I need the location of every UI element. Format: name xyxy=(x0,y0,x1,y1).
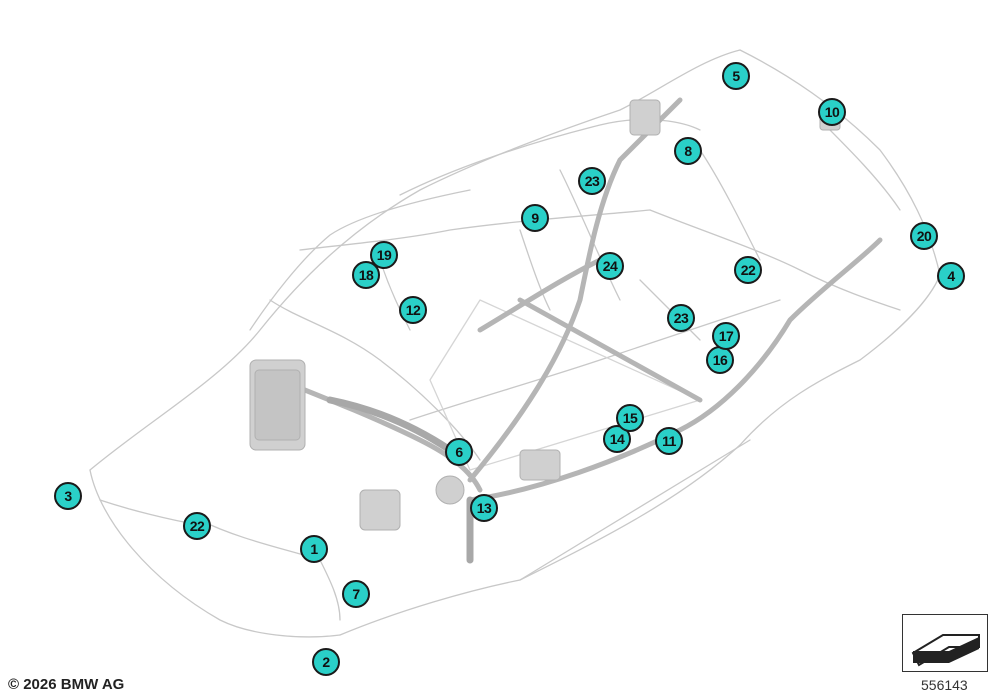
callout-22-rear[interactable]: 22 xyxy=(734,256,762,284)
callout-22-front[interactable]: 22 xyxy=(183,512,211,540)
callout-23-lower[interactable]: 23 xyxy=(667,304,695,332)
copyright-notice: © 2026 BMW AG xyxy=(8,676,125,693)
callout-8[interactable]: 8 xyxy=(674,137,702,165)
callout-6[interactable]: 6 xyxy=(445,438,473,466)
callout-18[interactable]: 18 xyxy=(352,261,380,289)
callout-15[interactable]: 15 xyxy=(616,404,644,432)
callout-2[interactable]: 2 xyxy=(312,648,340,676)
callout-17[interactable]: 17 xyxy=(712,322,740,350)
callout-7[interactable]: 7 xyxy=(342,580,370,608)
callout-23-upper[interactable]: 23 xyxy=(578,167,606,195)
callout-13[interactable]: 13 xyxy=(470,494,498,522)
callout-1[interactable]: 1 xyxy=(300,535,328,563)
callout-5[interactable]: 5 xyxy=(722,62,750,90)
callout-12[interactable]: 12 xyxy=(399,296,427,324)
callout-20[interactable]: 20 xyxy=(910,222,938,250)
callout-19[interactable]: 19 xyxy=(370,241,398,269)
callout-14[interactable]: 14 xyxy=(603,425,631,453)
callout-10[interactable]: 10 xyxy=(818,98,846,126)
callout-24[interactable]: 24 xyxy=(596,252,624,280)
callout-9[interactable]: 9 xyxy=(521,204,549,232)
callout-11[interactable]: 11 xyxy=(655,427,683,455)
callout-3[interactable]: 3 xyxy=(54,482,82,510)
callout-4[interactable]: 4 xyxy=(937,262,965,290)
callout-16[interactable]: 16 xyxy=(706,346,734,374)
vehicle-orientation-icon xyxy=(902,614,988,672)
diagram-number: 556143 xyxy=(921,677,968,693)
